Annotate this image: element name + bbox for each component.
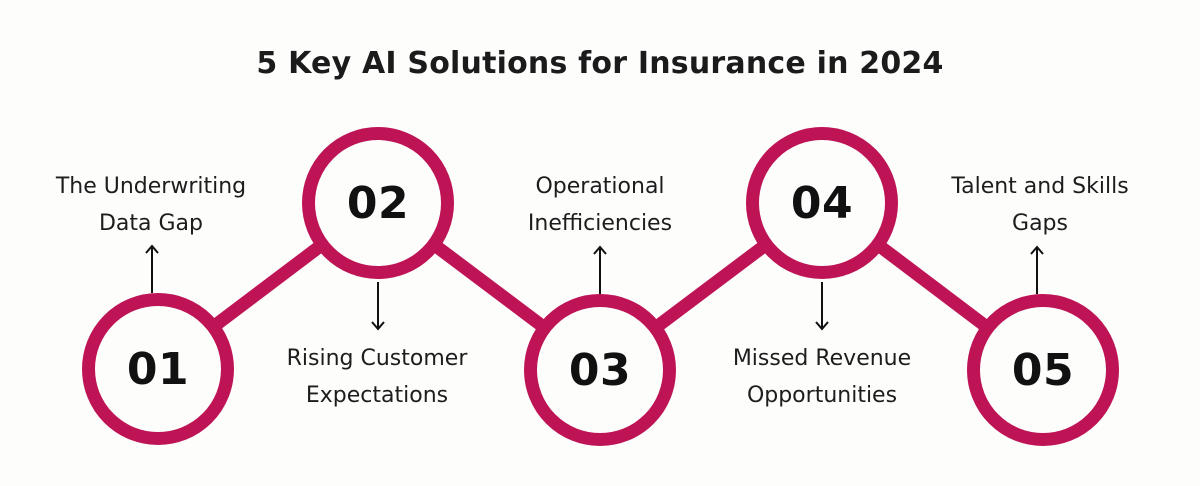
step-number-02: 02 — [346, 177, 410, 229]
step-label-line: Rising Customer — [286, 346, 468, 371]
arrow-down-icon — [371, 282, 385, 331]
step-label-line: The Underwriting — [55, 174, 247, 199]
step-label-05: Talent and Skills Gaps — [900, 168, 1180, 242]
step-label-line: Inefficiencies — [527, 211, 673, 236]
step-label-line: Missed Revenue — [732, 346, 912, 371]
step-label-03: Operational Inefficiencies — [460, 168, 740, 242]
step-circle-03: 03 — [524, 294, 676, 446]
step-label-line: Gaps — [1012, 211, 1068, 236]
step-label-02: Rising Customer Expectations — [237, 340, 517, 414]
arrow-up-icon — [1030, 245, 1044, 294]
step-label-line: Data Gap — [98, 211, 204, 236]
page-title: 5 Key AI Solutions for Insurance in 2024 — [256, 46, 944, 81]
step-circle-04: 04 — [746, 127, 898, 279]
arrow-up-icon — [145, 244, 159, 293]
step-label-01: The Underwriting Data Gap — [11, 168, 291, 242]
step-circle-01: 01 — [82, 293, 234, 445]
arrow-down-icon — [815, 282, 829, 331]
step-circle-05: 05 — [967, 294, 1119, 446]
step-label-line: Opportunities — [746, 383, 898, 408]
step-number-03: 03 — [568, 344, 632, 396]
step-circle-02: 02 — [302, 127, 454, 279]
step-number-04: 04 — [790, 177, 854, 229]
arrow-up-icon — [593, 245, 607, 294]
step-number-01: 01 — [126, 343, 190, 395]
step-label-line: Expectations — [305, 383, 449, 408]
step-label-04: Missed Revenue Opportunities — [682, 340, 962, 414]
step-label-line: Talent and Skills — [951, 174, 1129, 199]
step-label-line: Operational — [535, 174, 665, 199]
step-number-05: 05 — [1011, 344, 1075, 396]
